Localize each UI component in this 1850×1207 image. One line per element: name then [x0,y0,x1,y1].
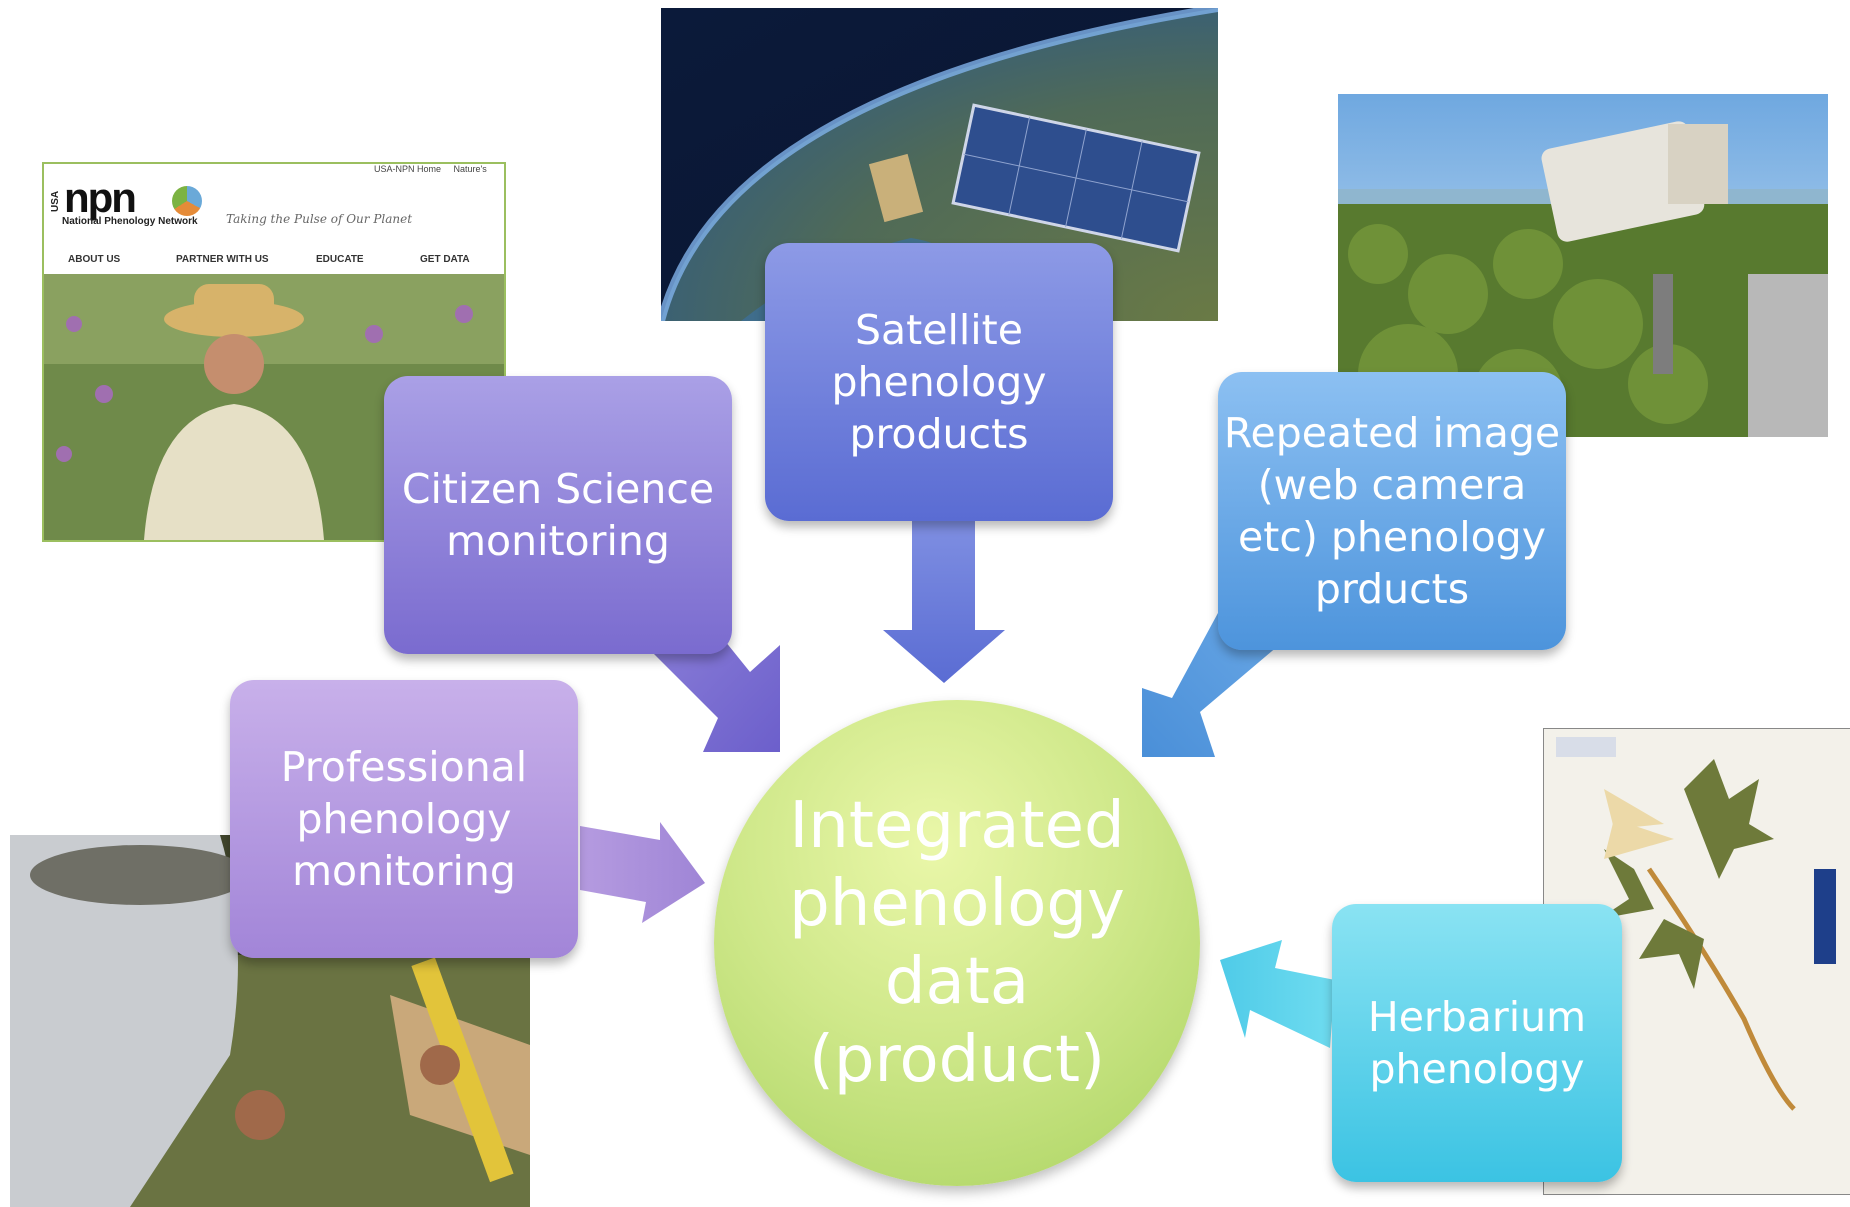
npn-tagline: Taking the Pulse of Our Planet [226,212,413,226]
npn-nav-getdata[interactable]: GET DATA [420,254,470,265]
npn-logo-mark-icon [172,186,202,216]
box-satellite: Satellite phenology products [765,243,1113,521]
arrow-herbarium [1220,940,1335,1048]
integrated-data-circle: Integrated phenology data (product) [714,700,1200,1186]
npn-header-links: USA-NPN Home Nature's [374,164,487,174]
box-professional: Professional phenology monitoring [230,680,578,958]
npn-nav-about[interactable]: ABOUT US [68,254,121,265]
npn-nav-partner[interactable]: PARTNER WITH US [176,254,269,265]
satellite-photo [661,8,1218,321]
box-herbarium: Herbarium phenology [1332,904,1622,1182]
box-webcam: Repeated image (web camera etc) phenolog… [1218,372,1566,650]
npn-logo-subtitle: National Phenology Network [62,216,198,227]
npn-nav-educate[interactable]: EDUCATE [316,254,364,265]
npn-logo: npn [64,174,137,221]
npn-link-home[interactable]: USA-NPN Home [374,164,442,174]
box-citizen-science: Citizen Science monitoring [384,376,732,654]
arrow-satellite [883,520,1005,683]
arrow-professional [580,822,705,923]
npn-link-nature[interactable]: Nature's [453,164,487,174]
